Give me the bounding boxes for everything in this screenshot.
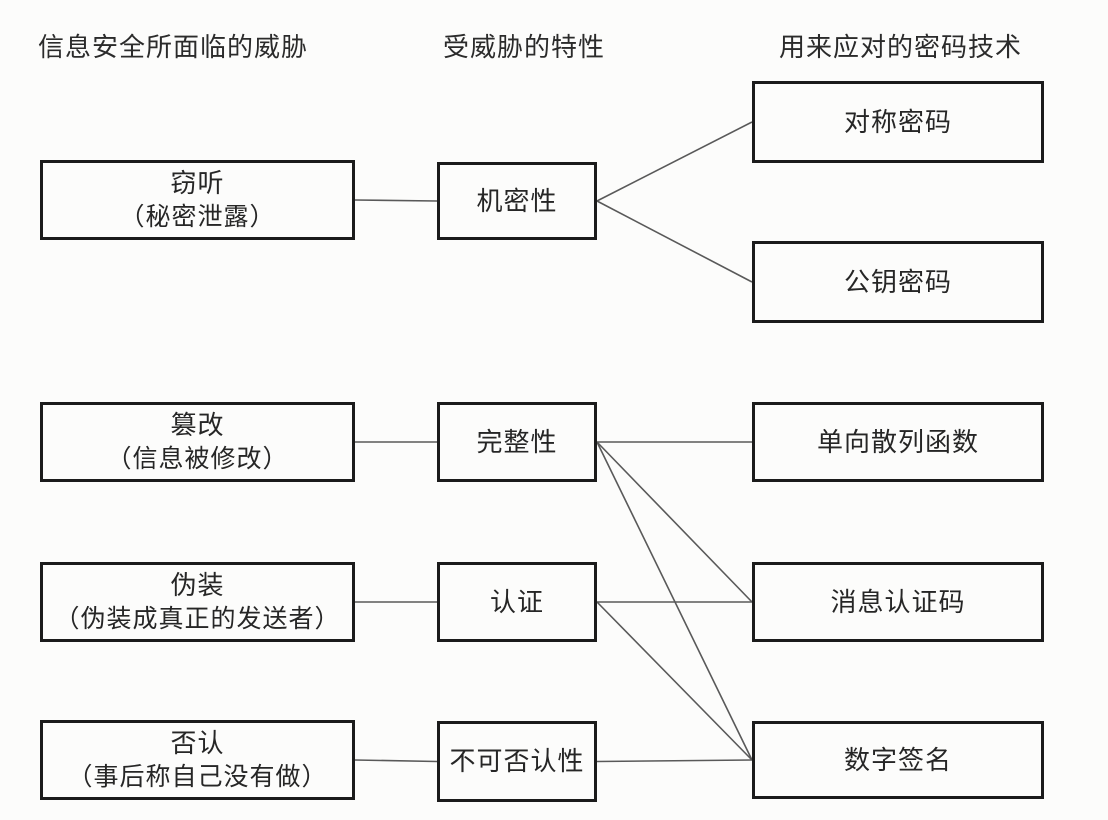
node-sublabel: （事后称自己没有做） <box>67 762 328 791</box>
node-label: 单向散列函数 <box>816 426 979 457</box>
node-label: 对称密码 <box>843 106 952 137</box>
node-digital-signature: 数字签名 <box>752 721 1044 799</box>
node-label: 机密性 <box>476 185 558 216</box>
node-non-repudiation: 不可否认性 <box>437 721 597 802</box>
node-label: 篡改 <box>170 410 225 441</box>
node-label: 否认 <box>170 728 225 759</box>
node-public-key-cipher: 公钥密码 <box>752 241 1044 323</box>
node-repudiation: 否认 （事后称自己没有做） <box>40 720 355 800</box>
node-label: 消息认证码 <box>830 586 966 617</box>
node-spoofing: 伪装 （伪装成真正的发送者） <box>40 562 355 642</box>
node-sublabel: （信息被修改） <box>106 444 289 473</box>
column-header-techniques: 用来应对的密码技术 <box>779 32 1023 62</box>
node-tampering: 篡改 （信息被修改） <box>40 402 355 482</box>
node-label: 完整性 <box>476 426 558 457</box>
node-sublabel: （秘密泄露） <box>119 202 276 231</box>
connector-repudiation-to-non-repudiation <box>354 759 438 763</box>
column-header-threats: 信息安全所面临的威胁 <box>38 32 309 62</box>
node-mac: 消息认证码 <box>752 562 1044 642</box>
node-symmetric-cipher: 对称密码 <box>752 81 1044 163</box>
node-label: 认证 <box>489 586 544 617</box>
node-confidentiality: 机密性 <box>437 162 597 240</box>
connector-non-repudiation-to-digital-signature <box>596 759 753 763</box>
node-eavesdropping: 窃听 （秘密泄露） <box>40 160 355 240</box>
node-label: 公钥密码 <box>843 266 952 297</box>
connector-confidentiality-to-symmetric-cipher <box>596 121 753 202</box>
connector-eavesdropping-to-confidentiality <box>354 199 438 202</box>
column-header-properties: 受威胁的特性 <box>443 32 606 62</box>
node-sublabel: （伪装成真正的发送者） <box>54 604 341 633</box>
node-one-way-hash: 单向散列函数 <box>752 402 1044 482</box>
node-label: 伪装 <box>170 570 225 601</box>
node-label: 数字签名 <box>843 744 952 775</box>
connector-confidentiality-to-public-key-cipher <box>596 200 753 283</box>
node-label: 不可否认性 <box>449 746 585 777</box>
connector-integrity-to-mac <box>596 441 753 603</box>
connector-integrity-to-digital-signature <box>596 441 753 761</box>
node-authentication: 认证 <box>437 562 597 642</box>
node-label: 窃听 <box>170 168 225 199</box>
connector-authentication-to-digital-signature <box>596 601 753 761</box>
node-integrity: 完整性 <box>437 402 597 482</box>
